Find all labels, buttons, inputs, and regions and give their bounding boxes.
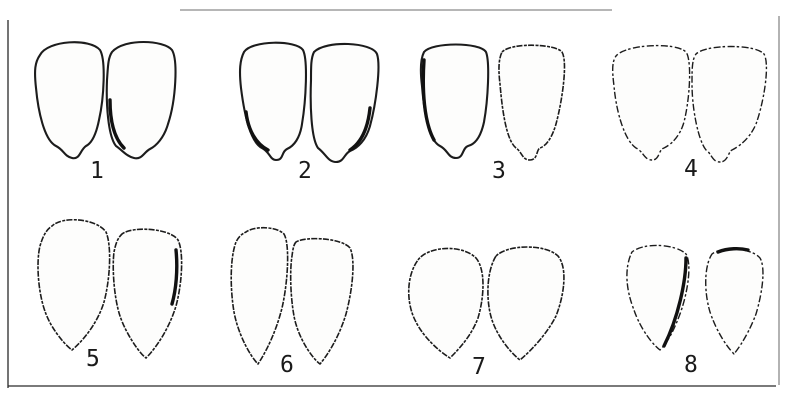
seed-outline-5-left [38,220,110,350]
figure-number-7: 7 [472,354,486,380]
seed-group-4: 4 [613,46,767,182]
seed-group-6: 6 [231,228,353,378]
seed-outline-1-left [35,42,104,158]
seed-outline-2-left [240,43,306,160]
seed-outline-3-right [499,45,565,160]
seed-outline-2-right [311,44,379,162]
seed-outline-7-right [488,247,564,360]
figure-number-1: 1 [90,158,104,184]
seed-outline-4-right [692,47,766,163]
seed-outline-6-left [231,228,287,364]
seed-outline-6-right [291,239,353,364]
seed-outline-4-left [613,46,690,160]
seed-outline-7-left [409,248,483,358]
seed-group-3: 3 [421,45,565,185]
figure-number-3: 3 [492,158,506,184]
seed-outline-5-right [113,229,181,358]
figure-number-8: 8 [684,352,698,378]
seed-group-7: 7 [409,247,564,380]
seed-group-1: 1 [35,42,175,184]
figure-number-2: 2 [298,158,312,184]
seed-outline-8-right [706,249,763,354]
figure-number-4: 4 [684,156,698,182]
seed-group-5: 5 [38,220,182,372]
figure-number-5: 5 [86,346,100,372]
seed-group-2: 2 [240,43,378,184]
seed-group-8: 8 [627,245,763,378]
seed-outline-3-left [421,45,488,159]
figure-number-6: 6 [280,352,294,378]
